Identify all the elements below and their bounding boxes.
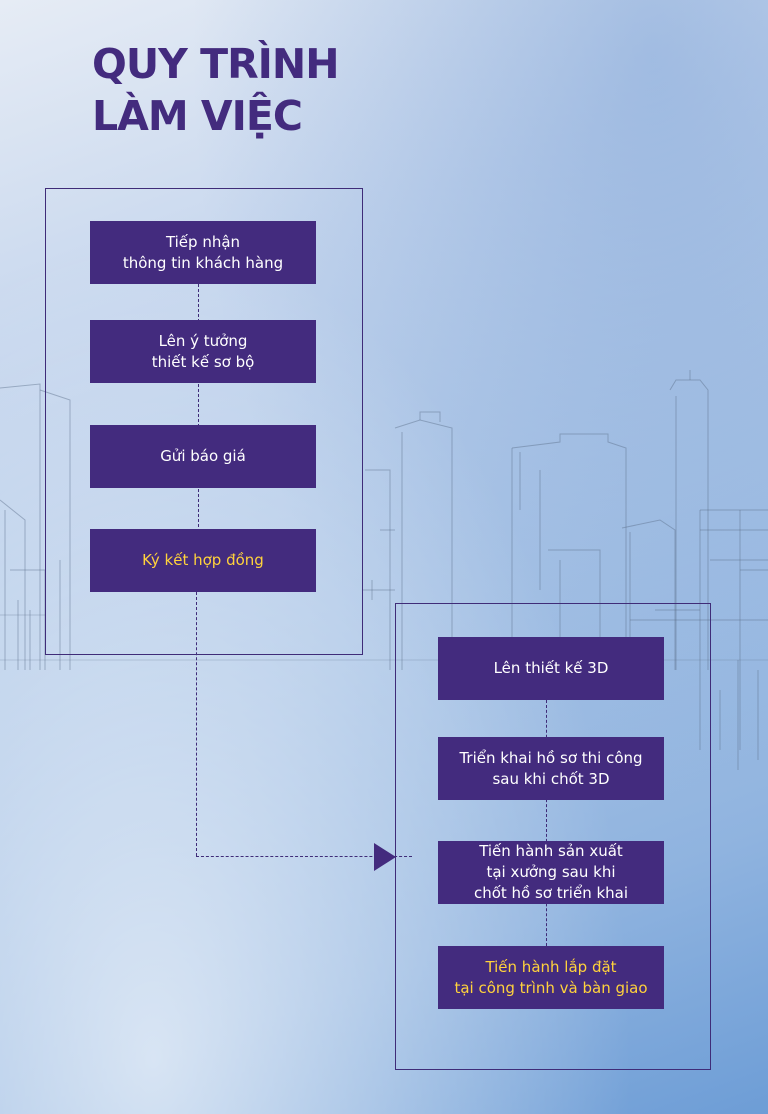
transition-arrow-icon — [374, 843, 396, 871]
page-title: QUY TRÌNH LÀM VIỆC — [92, 38, 340, 142]
phase-2-connector — [546, 700, 547, 946]
step-installation-handover: Tiến hành lắp đặt tại công trình và bàn … — [438, 946, 664, 1009]
phase-1-frame — [45, 188, 363, 655]
step-sign-contract: Ký kết hợp đồng — [90, 529, 316, 592]
title-line-2: LÀM VIỆC — [92, 92, 303, 140]
transition-connector-down — [196, 592, 197, 856]
step-send-quotation: Gửi báo giá — [90, 425, 316, 488]
phase-2-frame — [395, 603, 711, 1070]
step-receive-customer-info: Tiếp nhận thông tin khách hàng — [90, 221, 316, 284]
step-workshop-production: Tiến hành sản xuất tại xưởng sau khi chố… — [438, 841, 664, 904]
step-concept-design: Lên ý tưởng thiết kế sơ bộ — [90, 320, 316, 383]
step-3d-design: Lên thiết kế 3D — [438, 637, 664, 700]
step-construction-documents: Triển khai hồ sơ thi công sau khi chốt 3… — [438, 737, 664, 800]
title-line-1: QUY TRÌNH — [92, 40, 340, 88]
transition-connector-across — [196, 856, 412, 857]
